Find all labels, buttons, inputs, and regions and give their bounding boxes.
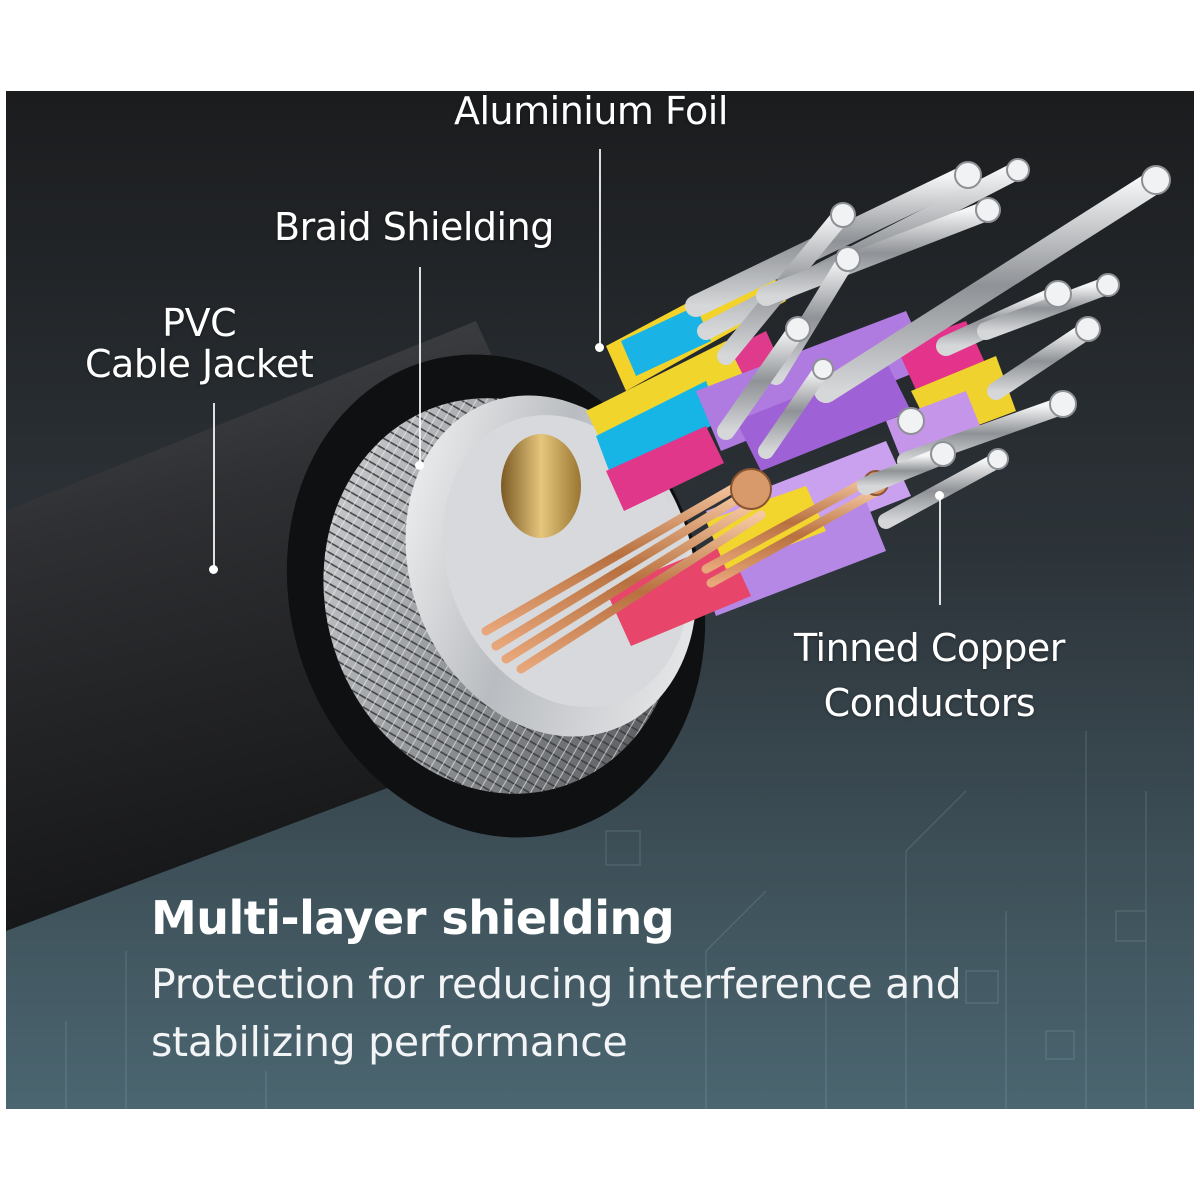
label-tinned-line2: Conductors bbox=[823, 681, 1036, 726]
label-pvc-line2: Cable Jacket bbox=[85, 342, 314, 387]
label-aluminium-foil: Aluminium Foil bbox=[454, 91, 728, 132]
tinned-strands bbox=[685, 162, 1168, 529]
dot-tinned-copper bbox=[935, 491, 944, 500]
infographic-panel: Aluminium Foil Braid Shielding PVC Cable… bbox=[6, 91, 1194, 1109]
dot-braid-shielding bbox=[415, 461, 424, 470]
description: Protection for reducing interference and… bbox=[151, 960, 962, 1066]
label-aluminium-foil-text: Aluminium Foil bbox=[454, 91, 728, 133]
label-braid-shielding: Braid Shielding bbox=[274, 205, 554, 249]
label-pvc-jacket: PVC Cable Jacket bbox=[85, 301, 314, 387]
label-braid-shielding-text: Braid Shielding bbox=[274, 205, 554, 249]
leader-aluminium-foil bbox=[599, 149, 601, 347]
dot-aluminium-foil bbox=[595, 343, 604, 352]
leader-braid-shielding bbox=[419, 267, 421, 465]
copper-strands bbox=[481, 471, 886, 674]
label-pvc-line1: PVC bbox=[162, 301, 237, 345]
label-tinned-copper: Tinned Copper Conductors bbox=[794, 621, 1065, 731]
headline: Multi-layer shielding bbox=[151, 891, 675, 945]
strand-end-caps bbox=[785, 158, 1171, 470]
dot-pvc-jacket bbox=[209, 565, 218, 574]
leader-tinned-copper bbox=[939, 499, 941, 605]
label-tinned-line1: Tinned Copper bbox=[794, 626, 1065, 670]
leader-pvc-jacket bbox=[213, 403, 215, 569]
